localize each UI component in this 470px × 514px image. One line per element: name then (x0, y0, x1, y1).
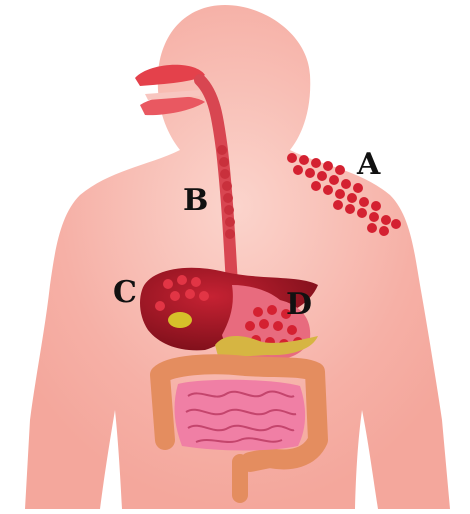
label-a: A (357, 150, 380, 180)
label-d: D (286, 290, 312, 320)
gallbladder-icon (168, 312, 192, 328)
label-c: C (113, 278, 137, 308)
label-b: B (183, 186, 208, 216)
